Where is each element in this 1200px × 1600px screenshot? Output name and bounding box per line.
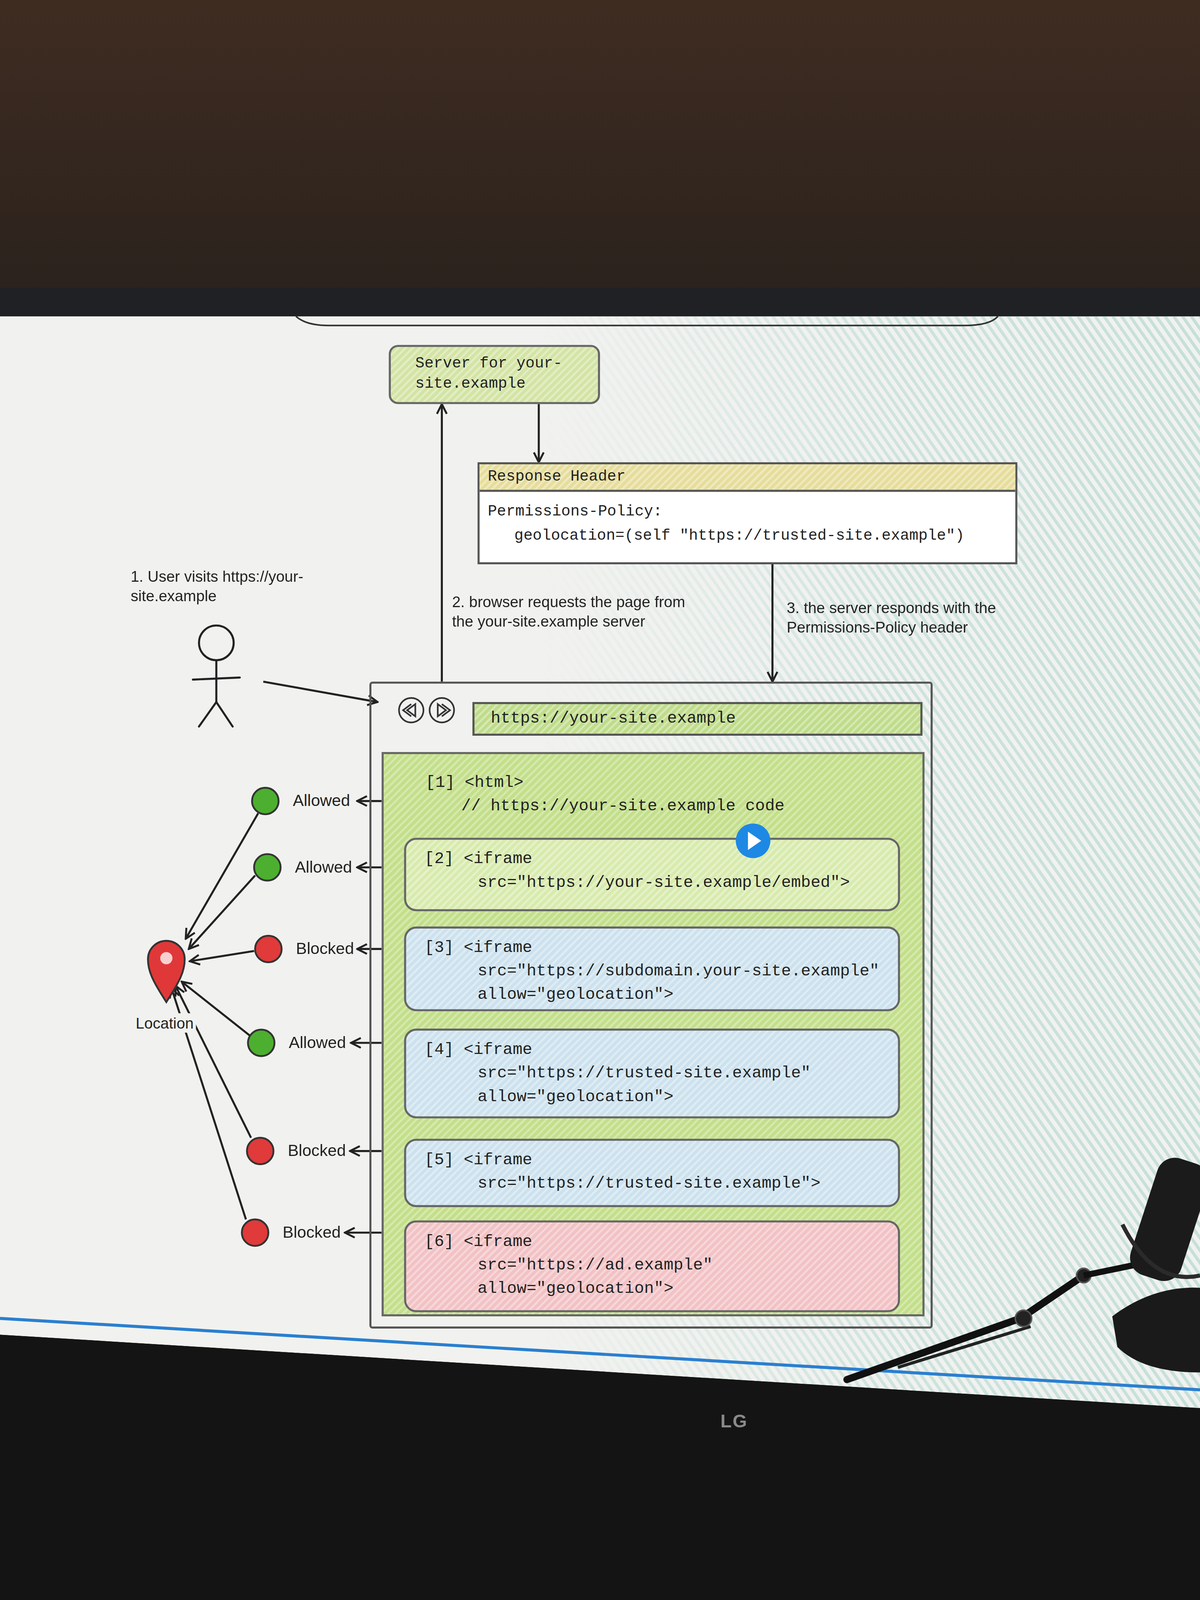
svg-circle [398,698,424,723]
svg-circle [198,625,234,660]
box-text: Permissions-Policy: [487,500,1016,525]
moire-stripes [0,316,1200,1408]
brand-logo: LG [720,1411,748,1432]
svg-circle [248,1029,275,1057]
server-box: Server for your-site.example [388,344,600,404]
code-line: [4] <iframe [424,1038,899,1063]
box-text: src="https://trusted-site.example" [477,1062,898,1086]
step-note: 2. browser requests the page from the yo… [451,591,708,631]
svg-rect [1125,1152,1200,1286]
svg-path [1083,1263,1143,1276]
svg-circle [735,823,771,858]
iframe-box: [5] <iframesrc="https://trusted-site.exa… [403,1138,900,1208]
svg-rect [0,316,1200,1408]
box-text: Server for your-site.example [415,353,591,395]
code-line: [6] <iframe [424,1230,899,1254]
iframe-box: [6] <iframesrc="https://ad.example"allow… [403,1220,900,1312]
box-text: allow="geolocation"> [477,1085,898,1110]
browser-window: https://your-site.example [1] <html>// ht… [369,681,933,1329]
box-text: src="https://trusted-site.example"> [477,1172,898,1197]
location-label: Location [133,1013,196,1033]
svg-circle [160,951,173,965]
svg-path [437,703,450,717]
status-label: Allowed [290,790,352,812]
svg-circle [246,1137,274,1165]
header-title: Response Header [479,464,1016,492]
microphone [846,1152,1200,1380]
iframe-box: [4] <iframesrc="https://trusted-site.exa… [403,1028,900,1119]
svg-circle [251,787,279,815]
box-text: src="https://subdomain.your-site.example… [477,960,898,984]
monitor-screen [0,316,1200,1408]
flow-arrow [537,403,540,463]
user-arrow [263,681,378,702]
box-text: geolocation=(self "https://trusted-site.… [514,524,1016,550]
html-page-box: [1] <html>// https://your-site.example c… [381,751,925,1317]
step-note: 1. User visits https://your-site.example [130,566,356,606]
svg-path [898,1326,1031,1368]
box-text: allow="geolocation"> [477,983,898,1008]
svg-path [846,1275,1084,1380]
status-label: Blocked [280,1222,343,1243]
box-text: src="https://your-site.example/embed"> [477,871,898,895]
svg-line [185,813,259,939]
screen-blue-line [0,1318,1200,1390]
box-text: src="https://ad.example" [477,1253,898,1278]
svg-line [215,660,218,702]
code-line: [2] <iframe [424,848,899,872]
svg-path [1122,1224,1200,1277]
svg-circle [1076,1268,1091,1283]
flow-arrow [771,564,774,682]
play-button [735,823,771,858]
svg-circle [255,935,282,963]
svg-path [1112,1287,1200,1373]
svg-line [351,1041,382,1044]
iframe-box: [2] <iframesrc="https://your-site.exampl… [403,837,900,912]
response-header-box: Response HeaderPermissions-Policy:geoloc… [477,462,1018,565]
svg-line [192,677,240,680]
svg-path [148,940,185,1002]
flow-arrow [440,403,443,682]
stick-figure [192,625,240,727]
svg-circle [1015,1310,1032,1327]
status-dots [241,787,282,1247]
svg-path [403,703,416,717]
svg-circle [253,853,281,881]
address-bar: https://your-site.example [472,701,923,736]
iframe-box: [3] <iframesrc="https://subdomain.your-s… [403,926,900,1012]
status-label: Allowed [286,1032,349,1053]
box-text: allow="geolocation"> [477,1277,898,1301]
step-note: 3. the server responds with the Permissi… [786,598,1027,637]
nav-buttons [398,698,454,723]
svg-line [188,875,256,949]
monitor-bezel-bottom [0,1334,1200,1600]
tab-outline [296,316,999,326]
room-wall [0,0,1200,306]
monitor-bezel-top [0,287,1200,319]
location-pin [148,940,185,1002]
status-label: Allowed [292,857,354,878]
svg-circle [429,698,455,723]
svg-line [198,701,217,727]
svg-path [748,831,762,850]
status-label: Blocked [294,938,357,960]
svg-circle [241,1219,269,1247]
code-line: [5] <iframe [424,1148,899,1173]
svg-line [216,701,233,727]
code-line: [1] <html> [425,771,923,795]
status-label: Blocked [285,1140,349,1162]
code-line: [3] <iframe [424,936,899,961]
svg-line [189,951,254,962]
svg-line [344,1231,382,1234]
box-text: // https://your-site.example code [461,794,923,819]
svg-line [350,1150,382,1152]
